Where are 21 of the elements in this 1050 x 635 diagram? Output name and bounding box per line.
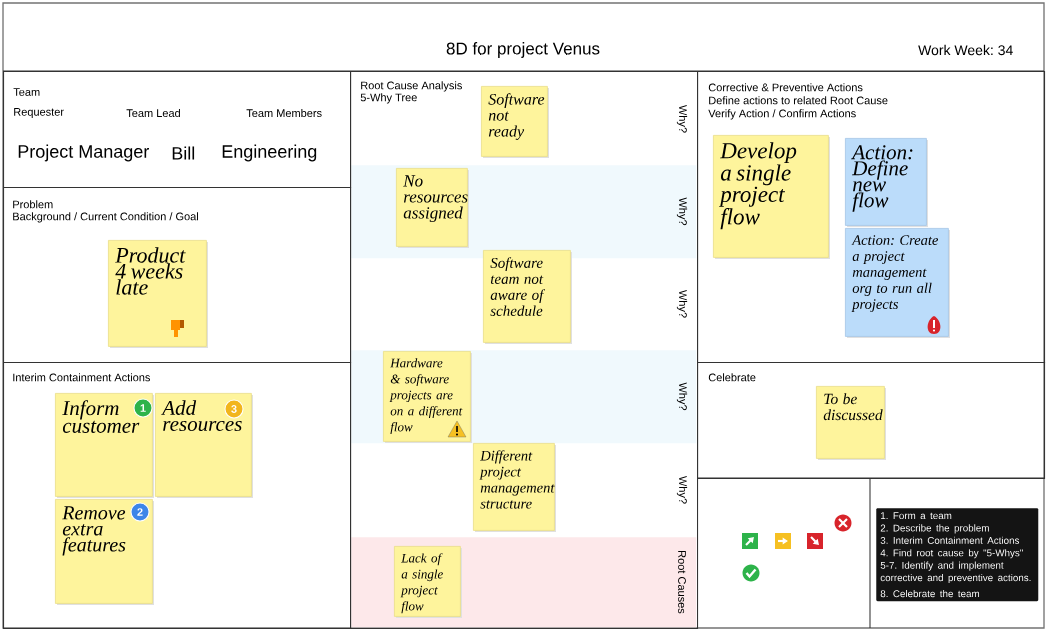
sticky-note: Develop a single project flow xyxy=(713,135,830,259)
number-badge: 2 xyxy=(130,502,150,522)
title: 8D for project Venus xyxy=(446,42,600,58)
sticky-note: Product 4 weeks late xyxy=(108,240,208,348)
sticky-note: Different project management structure xyxy=(473,443,556,532)
sticky-note: Software not ready xyxy=(481,86,549,158)
band: Why? xyxy=(675,474,690,507)
sticky-note: To be discussed xyxy=(816,386,886,460)
team-panel: Team Requester Team Lead Team Members Project Manager Bill Engineering xyxy=(3,71,352,189)
sticky-note: Action: Create a project management org to run all projects xyxy=(845,228,950,338)
steps-list: 1. Form a team 2. Describe the problem 3. Interim Containment Actions 4. Find root cause by "5-Whys" 5-7. Identify and implement corrective and preventive actions. 8. Celebrate the team xyxy=(876,508,1039,602)
band: Why? xyxy=(675,103,690,136)
sticky-note: Lack of a single project flow xyxy=(394,546,462,618)
sticky-note: Action: Define new flow xyxy=(845,138,928,227)
number-badge: 1 xyxy=(133,398,153,418)
sticky-note: Hardware & software projects are on a different flow xyxy=(383,351,472,443)
week-label: Work Week: 34 xyxy=(918,44,1013,56)
band: Why? xyxy=(675,288,690,321)
sticky-note: Software team not aware of schedule xyxy=(483,250,572,344)
number-badge: 3 xyxy=(224,399,244,419)
sticky-note: No resources assigned xyxy=(396,168,469,248)
